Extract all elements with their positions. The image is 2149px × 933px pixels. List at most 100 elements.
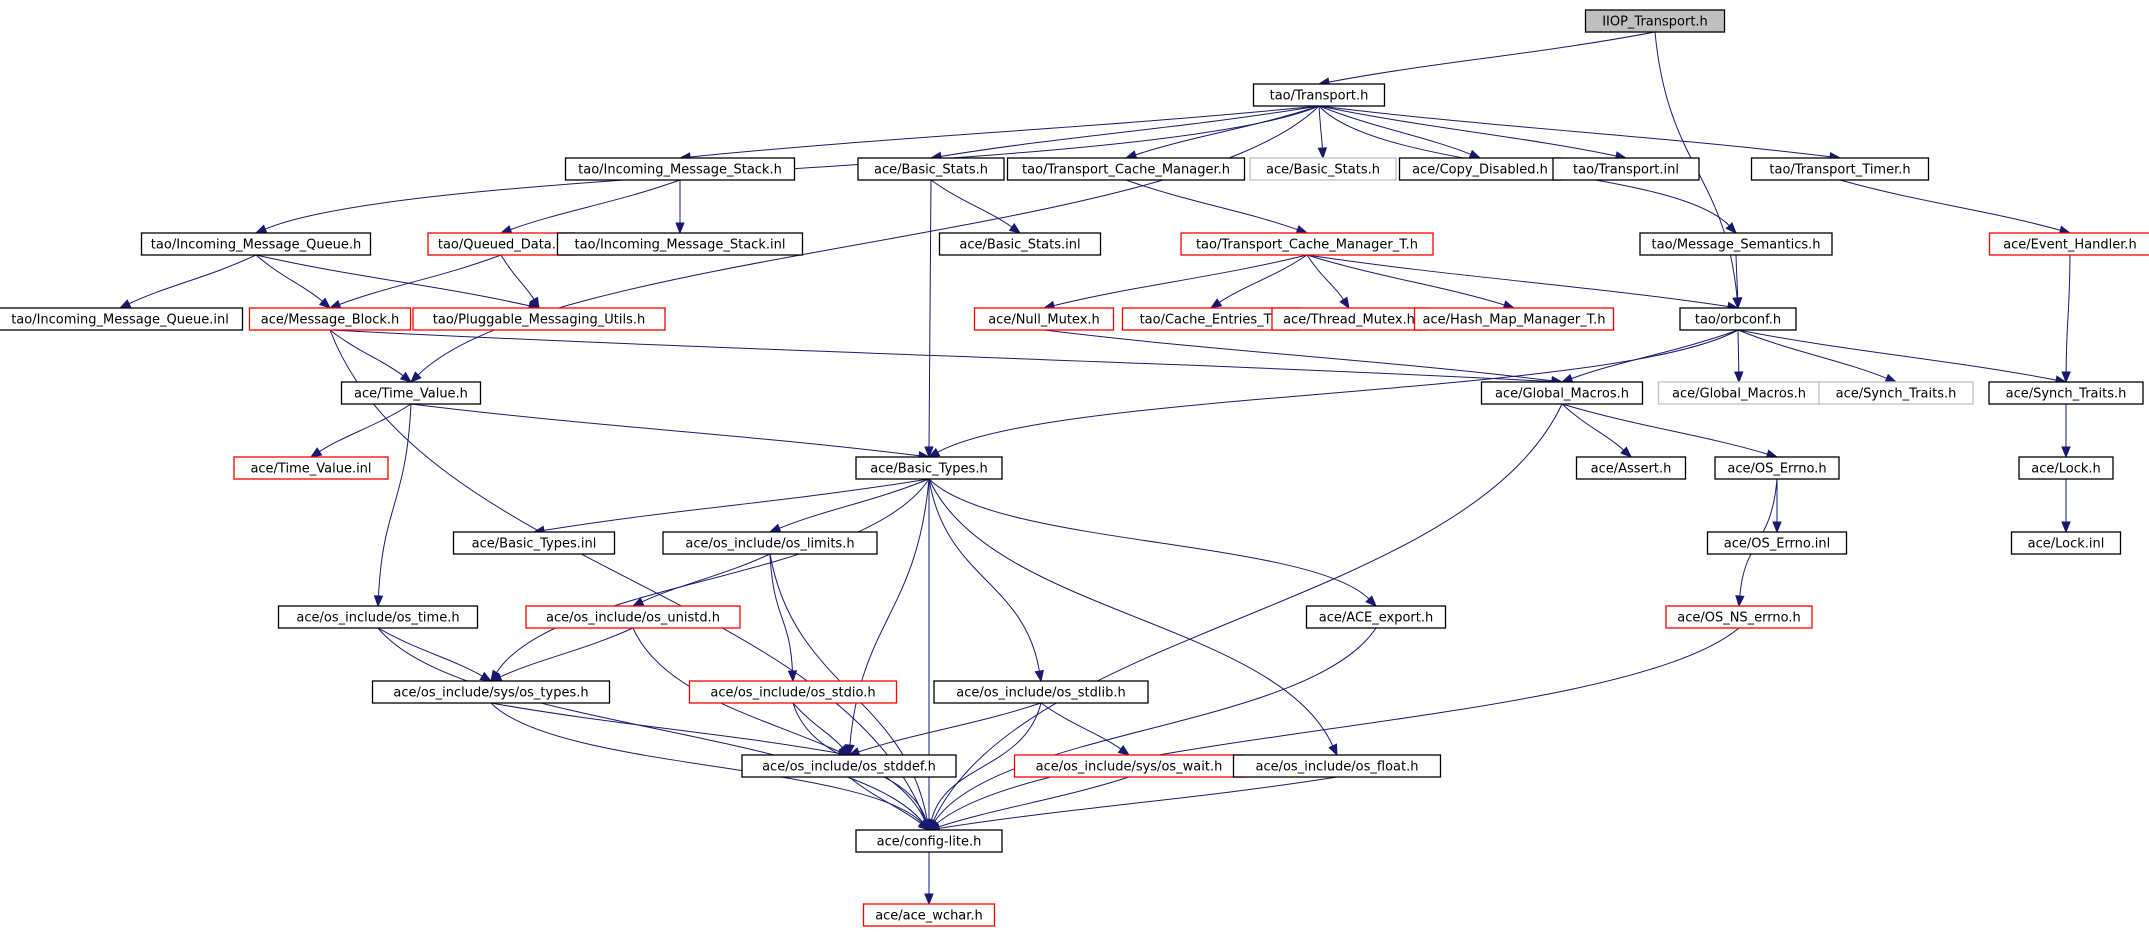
edge-line xyxy=(792,702,843,748)
node-ace-os-unistd[interactable]: ace/os_include/os_unistd.h xyxy=(525,605,741,629)
edge-ace-lock-to-ace-lock-inl xyxy=(2061,478,2071,534)
edge-line xyxy=(1737,329,2057,381)
node-tao-transport-timer[interactable]: tao/Transport_Timer.h xyxy=(1750,157,1930,181)
edge-line xyxy=(928,478,1040,672)
node-label: ace/Basic_Stats.h xyxy=(874,163,988,178)
node-ace-lock[interactable]: ace/Lock.h xyxy=(2018,456,2114,480)
node-ace-basic-stats-inl[interactable]: ace/Basic_Stats.inl xyxy=(938,232,1102,256)
node-box xyxy=(1413,307,1615,331)
node-ace-synch-traits-ext[interactable]: ace/Synch_Traits.h xyxy=(1818,381,1974,405)
edge-line xyxy=(641,553,771,603)
edge-ace-os-stddef-to-ace-config-lite xyxy=(848,776,931,831)
edge-arrowhead xyxy=(1560,373,1574,383)
node-box xyxy=(973,307,1115,331)
node-box xyxy=(0,307,244,331)
edge-line xyxy=(934,627,1377,822)
node-tao-queued-data[interactable]: tao/Queued_Data.h xyxy=(427,232,575,256)
node-label: ace/Null_Mutex.h xyxy=(988,313,1100,328)
node-tao-orbconf[interactable]: tao/orbconf.h xyxy=(1679,307,1797,331)
node-tao-transport-inl[interactable]: tao/Transport.inl xyxy=(1552,157,1700,181)
edge-arrowhead xyxy=(2061,371,2071,384)
node-box xyxy=(862,903,996,927)
edge-line xyxy=(255,254,530,307)
node-ace-os-float[interactable]: ace/os_include/os_float.h xyxy=(1232,754,1442,778)
edge-line xyxy=(490,702,840,754)
node-ace-basic-stats-ext[interactable]: ace/Basic_Stats.h xyxy=(1249,157,1397,181)
node-ace-lock-inl[interactable]: ace/Lock.inl xyxy=(2010,531,2122,555)
edge-arrowhead xyxy=(373,595,384,608)
node-ace-null-mutex[interactable]: ace/Null_Mutex.h xyxy=(973,307,1115,331)
node-iiop-transport[interactable]: IIOP_Transport.h xyxy=(1584,9,1726,33)
node-ace-ace-export[interactable]: ace/ACE_export.h xyxy=(1305,605,1447,629)
edge-ace-sys-os-types-to-ace-os-stddef xyxy=(490,702,851,758)
node-ace-global-macros[interactable]: ace/Global_Macros.h xyxy=(1480,381,1644,405)
node-box xyxy=(938,232,1102,256)
node-ace-os-stddef[interactable]: ace/os_include/os_stddef.h xyxy=(741,754,957,778)
node-box xyxy=(140,232,372,256)
node-ace-copy-disabled[interactable]: ace/Copy_Disabled.h xyxy=(1398,157,1562,181)
node-tao-cache-entries-t[interactable]: tao/Cache_Entries_T.h xyxy=(1121,307,1301,331)
node-label: ace/Thread_Mutex.h xyxy=(1283,313,1415,328)
node-ace-synch-traits[interactable]: ace/Synch_Traits.h xyxy=(1988,381,2144,405)
node-ace-global-macros-ext[interactable]: ace/Global_Macros.h xyxy=(1657,381,1821,405)
node-box xyxy=(248,307,412,331)
edge-arrowhead xyxy=(1725,222,1737,234)
node-ace-os-limits[interactable]: ace/os_include/os_limits.h xyxy=(662,531,878,555)
node-label: ace/os_include/sys/os_types.h xyxy=(393,686,588,701)
edge-tao-transport-cache-manager-t-to-ace-thread-mutex xyxy=(1306,254,1350,310)
node-ace-message-block[interactable]: ace/Message_Block.h xyxy=(248,307,412,331)
node-ace-os-errno-inl[interactable]: ace/OS_Errno.inl xyxy=(1706,531,1848,555)
node-ace-sys-os-types[interactable]: ace/os_include/sys/os_types.h xyxy=(371,680,611,704)
edge-arrowhead xyxy=(318,297,332,309)
edge-tao-transport-timer-to-ace-event-handler xyxy=(1839,179,2072,235)
edge-arrowhead xyxy=(1209,298,1223,309)
node-tao-incoming-message-stack-inl[interactable]: tao/Incoming_Message_Stack.inl xyxy=(556,232,804,256)
node-label: ace/Global_Macros.h xyxy=(1672,387,1806,402)
node-box xyxy=(741,754,957,778)
node-ace-os-errno[interactable]: ace/OS_Errno.h xyxy=(1714,456,1840,480)
node-tao-message-semantics[interactable]: tao/Message_Semantics.h xyxy=(1639,232,1833,256)
node-ace-os-stdio[interactable]: ace/os_include/os_stdio.h xyxy=(688,680,898,704)
edge-ace-basic-stats-to-ace-basic-types xyxy=(924,179,934,459)
node-tao-transport-cache-manager[interactable]: tao/Transport_Cache_Manager.h xyxy=(1006,157,1246,181)
node-tao-transport-cache-manager-t[interactable]: tao/Transport_Cache_Manager_T.h xyxy=(1180,232,1434,256)
node-label: tao/Transport.inl xyxy=(1573,163,1679,178)
node-ace-os-time[interactable]: ace/os_include/os_time.h xyxy=(277,605,479,629)
node-ace-config-lite[interactable]: ace/config-lite.h xyxy=(855,829,1003,853)
node-ace-hash-map-manager-t[interactable]: ace/Hash_Map_Manager_T.h xyxy=(1413,307,1615,331)
node-label: ace/ace_wchar.h xyxy=(875,909,983,924)
edge-line xyxy=(1135,105,1320,156)
edge-ace-os-stdlib-to-ace-config-lite xyxy=(927,702,1042,832)
node-box xyxy=(933,680,1149,704)
node-ace-os-ns-errno[interactable]: ace/OS_NS_errno.h xyxy=(1665,605,1813,629)
node-ace-thread-mutex[interactable]: ace/Thread_Mutex.h xyxy=(1271,307,1427,331)
edge-ace-global-macros-to-ace-os-errno xyxy=(1561,403,1779,459)
node-ace-os-stdlib[interactable]: ace/os_include/os_stdlib.h xyxy=(933,680,1149,704)
node-ace-assert[interactable]: ace/Assert.h xyxy=(1575,456,1687,480)
node-label: ace/Synch_Traits.h xyxy=(1836,387,1957,402)
node-ace-time-value-inl[interactable]: ace/Time_Value.inl xyxy=(233,456,389,480)
edge-line xyxy=(377,627,924,823)
node-ace-sys-os-wait[interactable]: ace/os_include/sys/os_wait.h xyxy=(1013,754,1245,778)
node-label: ace/os_include/os_stdio.h xyxy=(710,686,875,701)
node-ace-basic-stats[interactable]: ace/Basic_Stats.h xyxy=(857,157,1005,181)
node-tao-pluggable-messaging-utils[interactable]: tao/Pluggable_Messaging_Utils.h xyxy=(412,307,666,331)
node-label: ace/Time_Value.inl xyxy=(250,462,371,477)
edge-line xyxy=(410,403,920,457)
node-tao-incoming-message-stack[interactable]: tao/Incoming_Message_Stack.h xyxy=(564,157,796,181)
node-ace-time-value[interactable]: ace/Time_Value.h xyxy=(340,381,482,405)
node-box xyxy=(556,232,804,256)
node-ace-ace-wchar[interactable]: ace/ace_wchar.h xyxy=(862,903,996,927)
node-tao-incoming-message-queue-inl[interactable]: tao/Incoming_Message_Queue.inl xyxy=(0,307,244,331)
edge-tao-orbconf-to-ace-synch-traits xyxy=(1737,329,2068,385)
node-box xyxy=(1480,381,1644,405)
edge-arrowhead xyxy=(309,447,323,458)
node-box xyxy=(855,456,1003,480)
edge-tao-transport-cache-manager-t-to-tao-orbconf xyxy=(1306,254,1740,312)
node-ace-event-handler[interactable]: ace/Event_Handler.h xyxy=(1988,232,2149,256)
node-tao-transport[interactable]: tao/Transport.h xyxy=(1252,83,1386,107)
node-ace-basic-types[interactable]: ace/Basic_Types.h xyxy=(855,456,1003,480)
node-ace-basic-types-inl[interactable]: ace/Basic_Types.inl xyxy=(452,531,616,555)
edge-line xyxy=(1737,329,1740,373)
node-tao-incoming-message-queue[interactable]: tao/Incoming_Message_Queue.h xyxy=(140,232,372,256)
